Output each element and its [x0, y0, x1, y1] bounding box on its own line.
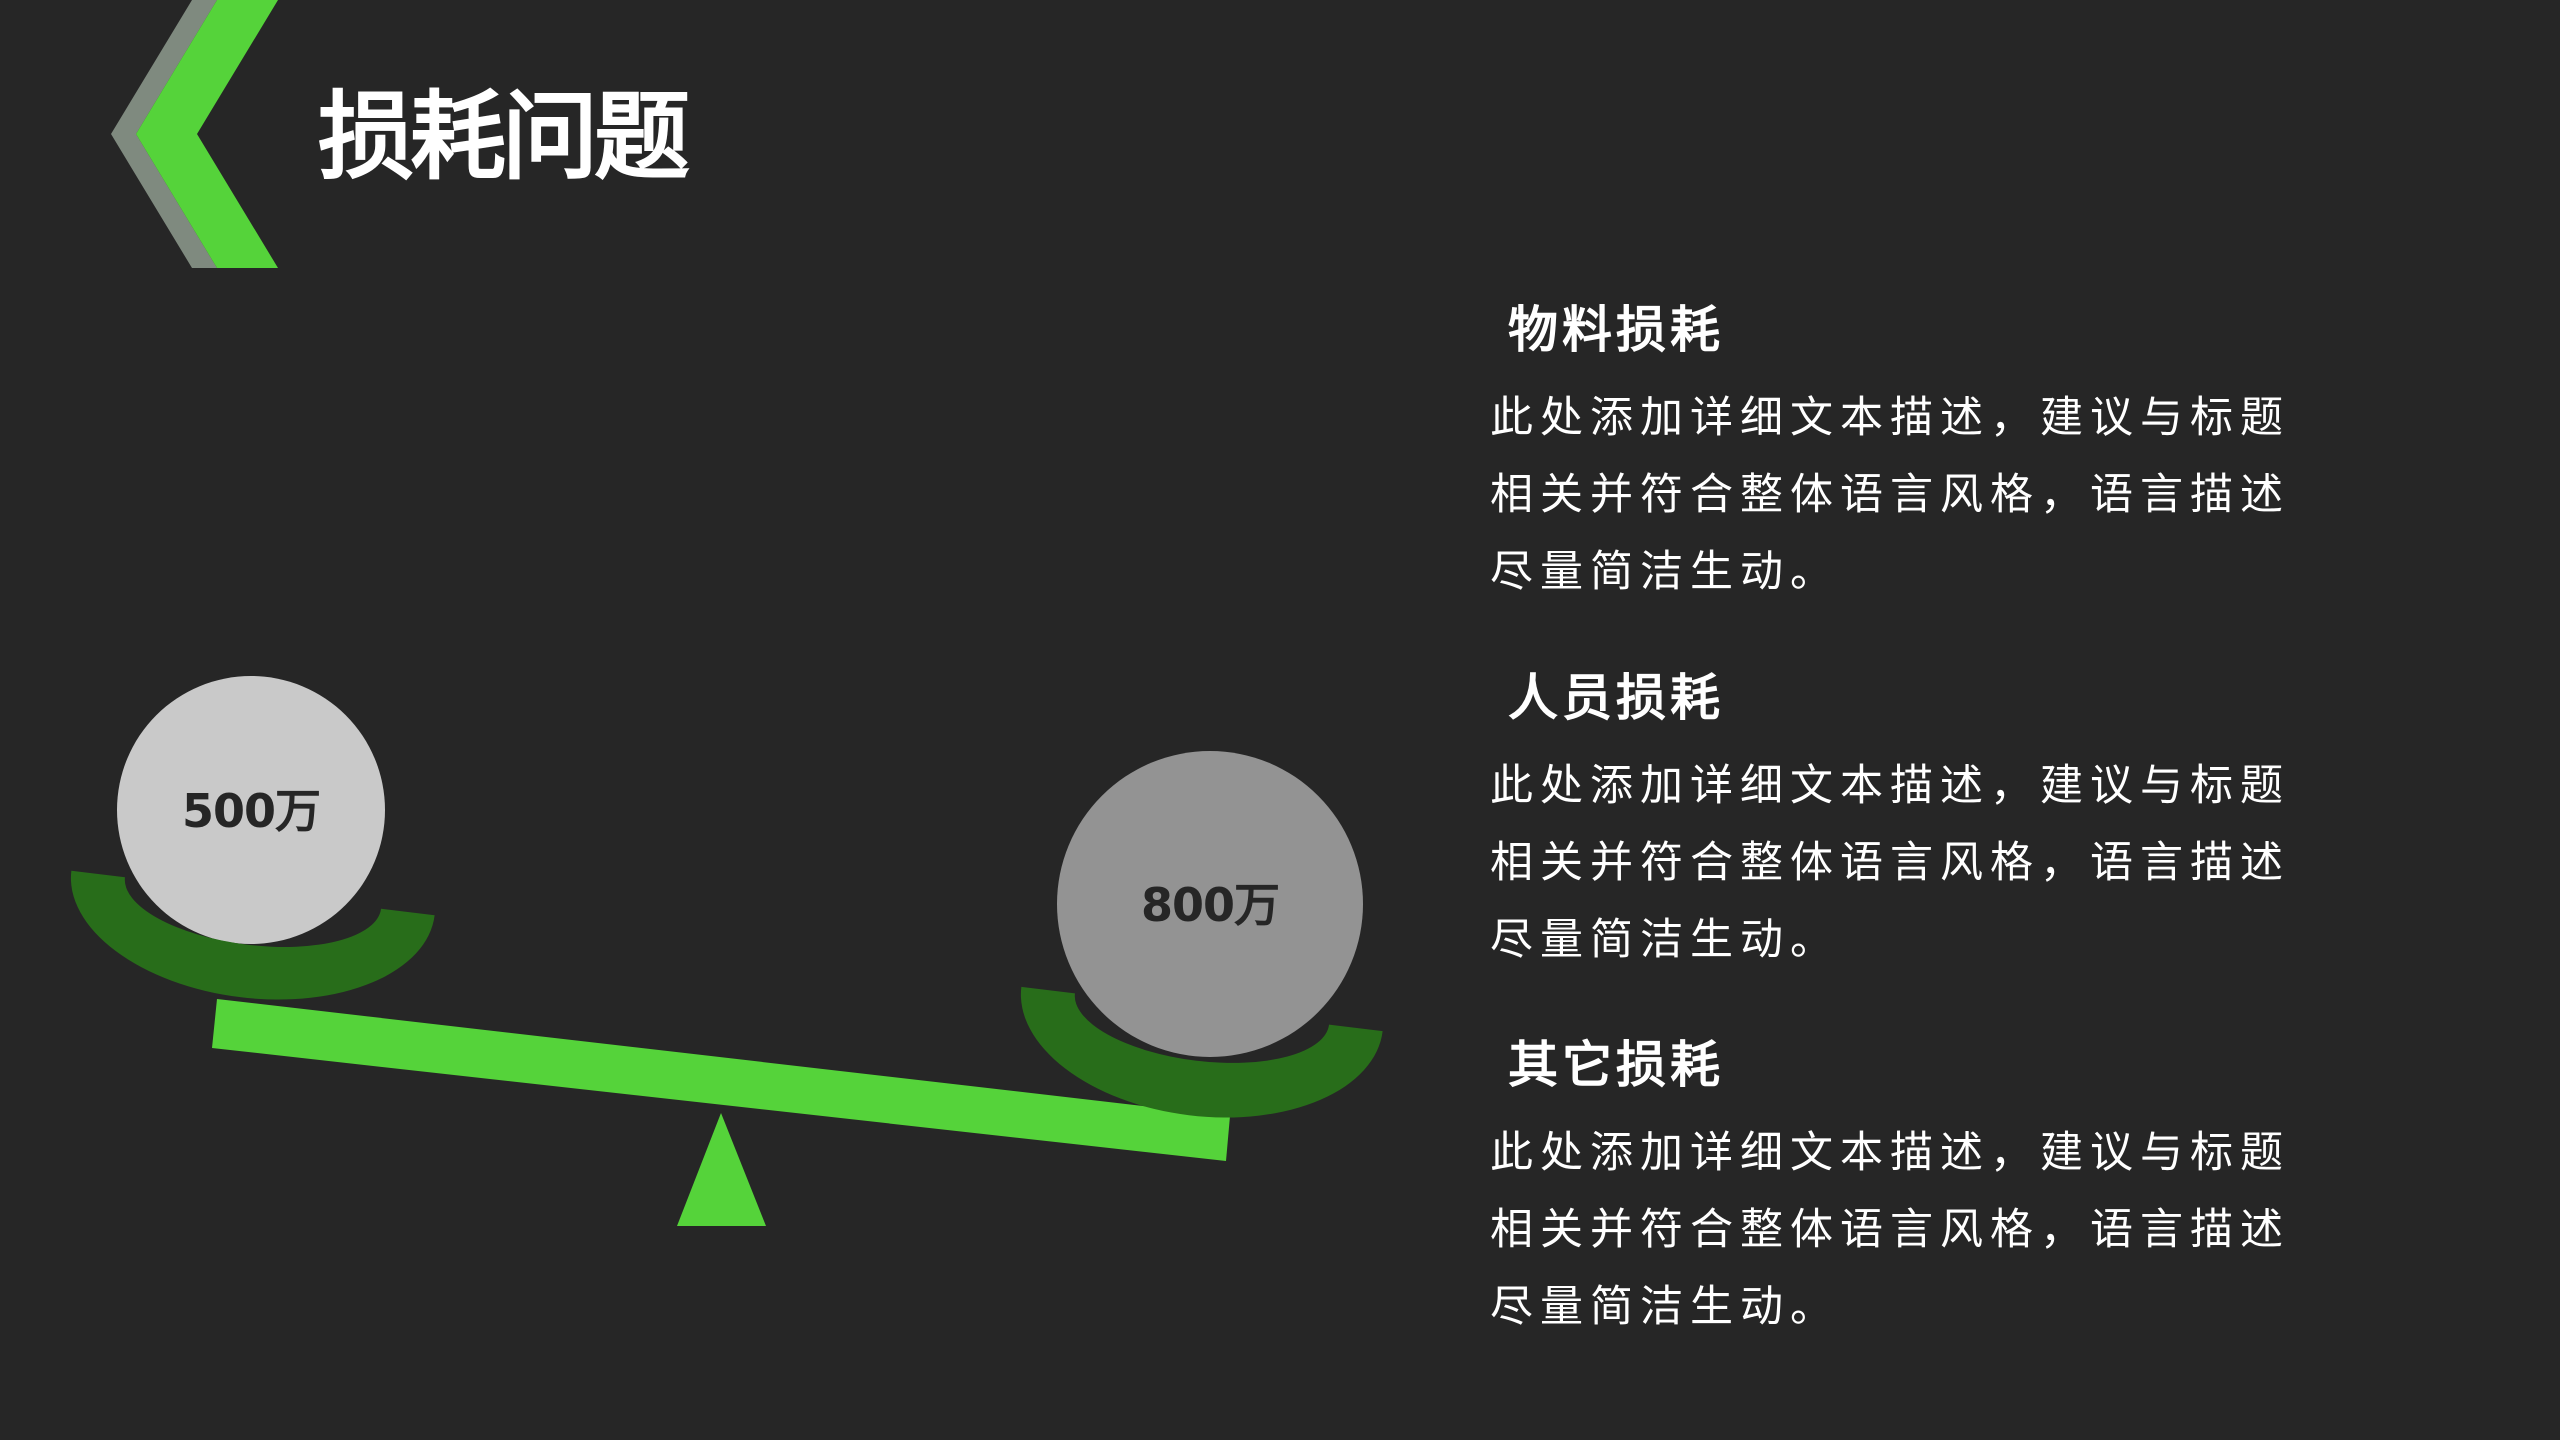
description-line: 相关并符合整体语言风格，语言描述 — [1490, 838, 2290, 888]
description-line: 此处添加详细文本描述，建议与标题 — [1490, 1128, 2290, 1178]
right-weight-label: 800万 — [1140, 878, 1280, 932]
section-other-loss: 其它损耗 此处添加详细文本描述，建议与标题 相关并符合整体语言风格，语言描述 尽… — [1490, 1035, 2390, 1346]
left-weight-label: 500万 — [181, 784, 321, 838]
description-line: 此处添加详细文本描述，建议与标题 — [1490, 393, 2290, 443]
description-line: 相关并符合整体语言风格，语言描述 — [1490, 1205, 2290, 1255]
page-title: 损耗问题 — [318, 81, 690, 193]
section-title: 其它损耗 — [1508, 1036, 1724, 1094]
section-description: 此处添加详细文本描述，建议与标题 相关并符合整体语言风格，语言描述 尽量简洁生动… — [1490, 380, 2390, 611]
right-weight-ball — [1057, 751, 1363, 1057]
section-material-loss: 物料损耗 此处添加详细文本描述，建议与标题 相关并符合整体语言风格，语言描述 尽… — [1490, 300, 2390, 611]
description-line: 此处添加详细文本描述，建议与标题 — [1490, 761, 2290, 811]
description-line: 尽量简洁生动。 — [1490, 1282, 1840, 1332]
left-weight-ball — [117, 676, 385, 944]
description-line: 尽量简洁生动。 — [1490, 915, 1840, 965]
section-title: 人员损耗 — [1508, 669, 1724, 727]
description-line: 相关并符合整体语言风格，语言描述 — [1490, 470, 2290, 520]
chevron-left-icon — [111, 0, 278, 268]
section-description: 此处添加详细文本描述，建议与标题 相关并符合整体语言风格，语言描述 尽量简洁生动… — [1490, 748, 2390, 979]
left-bowl — [70, 870, 435, 1000]
seesaw-fulcrum — [677, 1113, 766, 1226]
description-line: 尽量简洁生动。 — [1490, 547, 1840, 597]
section-personnel-loss: 人员损耗 此处添加详细文本描述，建议与标题 相关并符合整体语言风格，语言描述 尽… — [1490, 668, 2390, 979]
right-bowl — [1020, 986, 1383, 1118]
section-title: 物料损耗 — [1508, 301, 1724, 359]
section-description: 此处添加详细文本描述，建议与标题 相关并符合整体语言风格，语言描述 尽量简洁生动… — [1490, 1115, 2390, 1346]
seesaw-beam — [212, 999, 1230, 1161]
